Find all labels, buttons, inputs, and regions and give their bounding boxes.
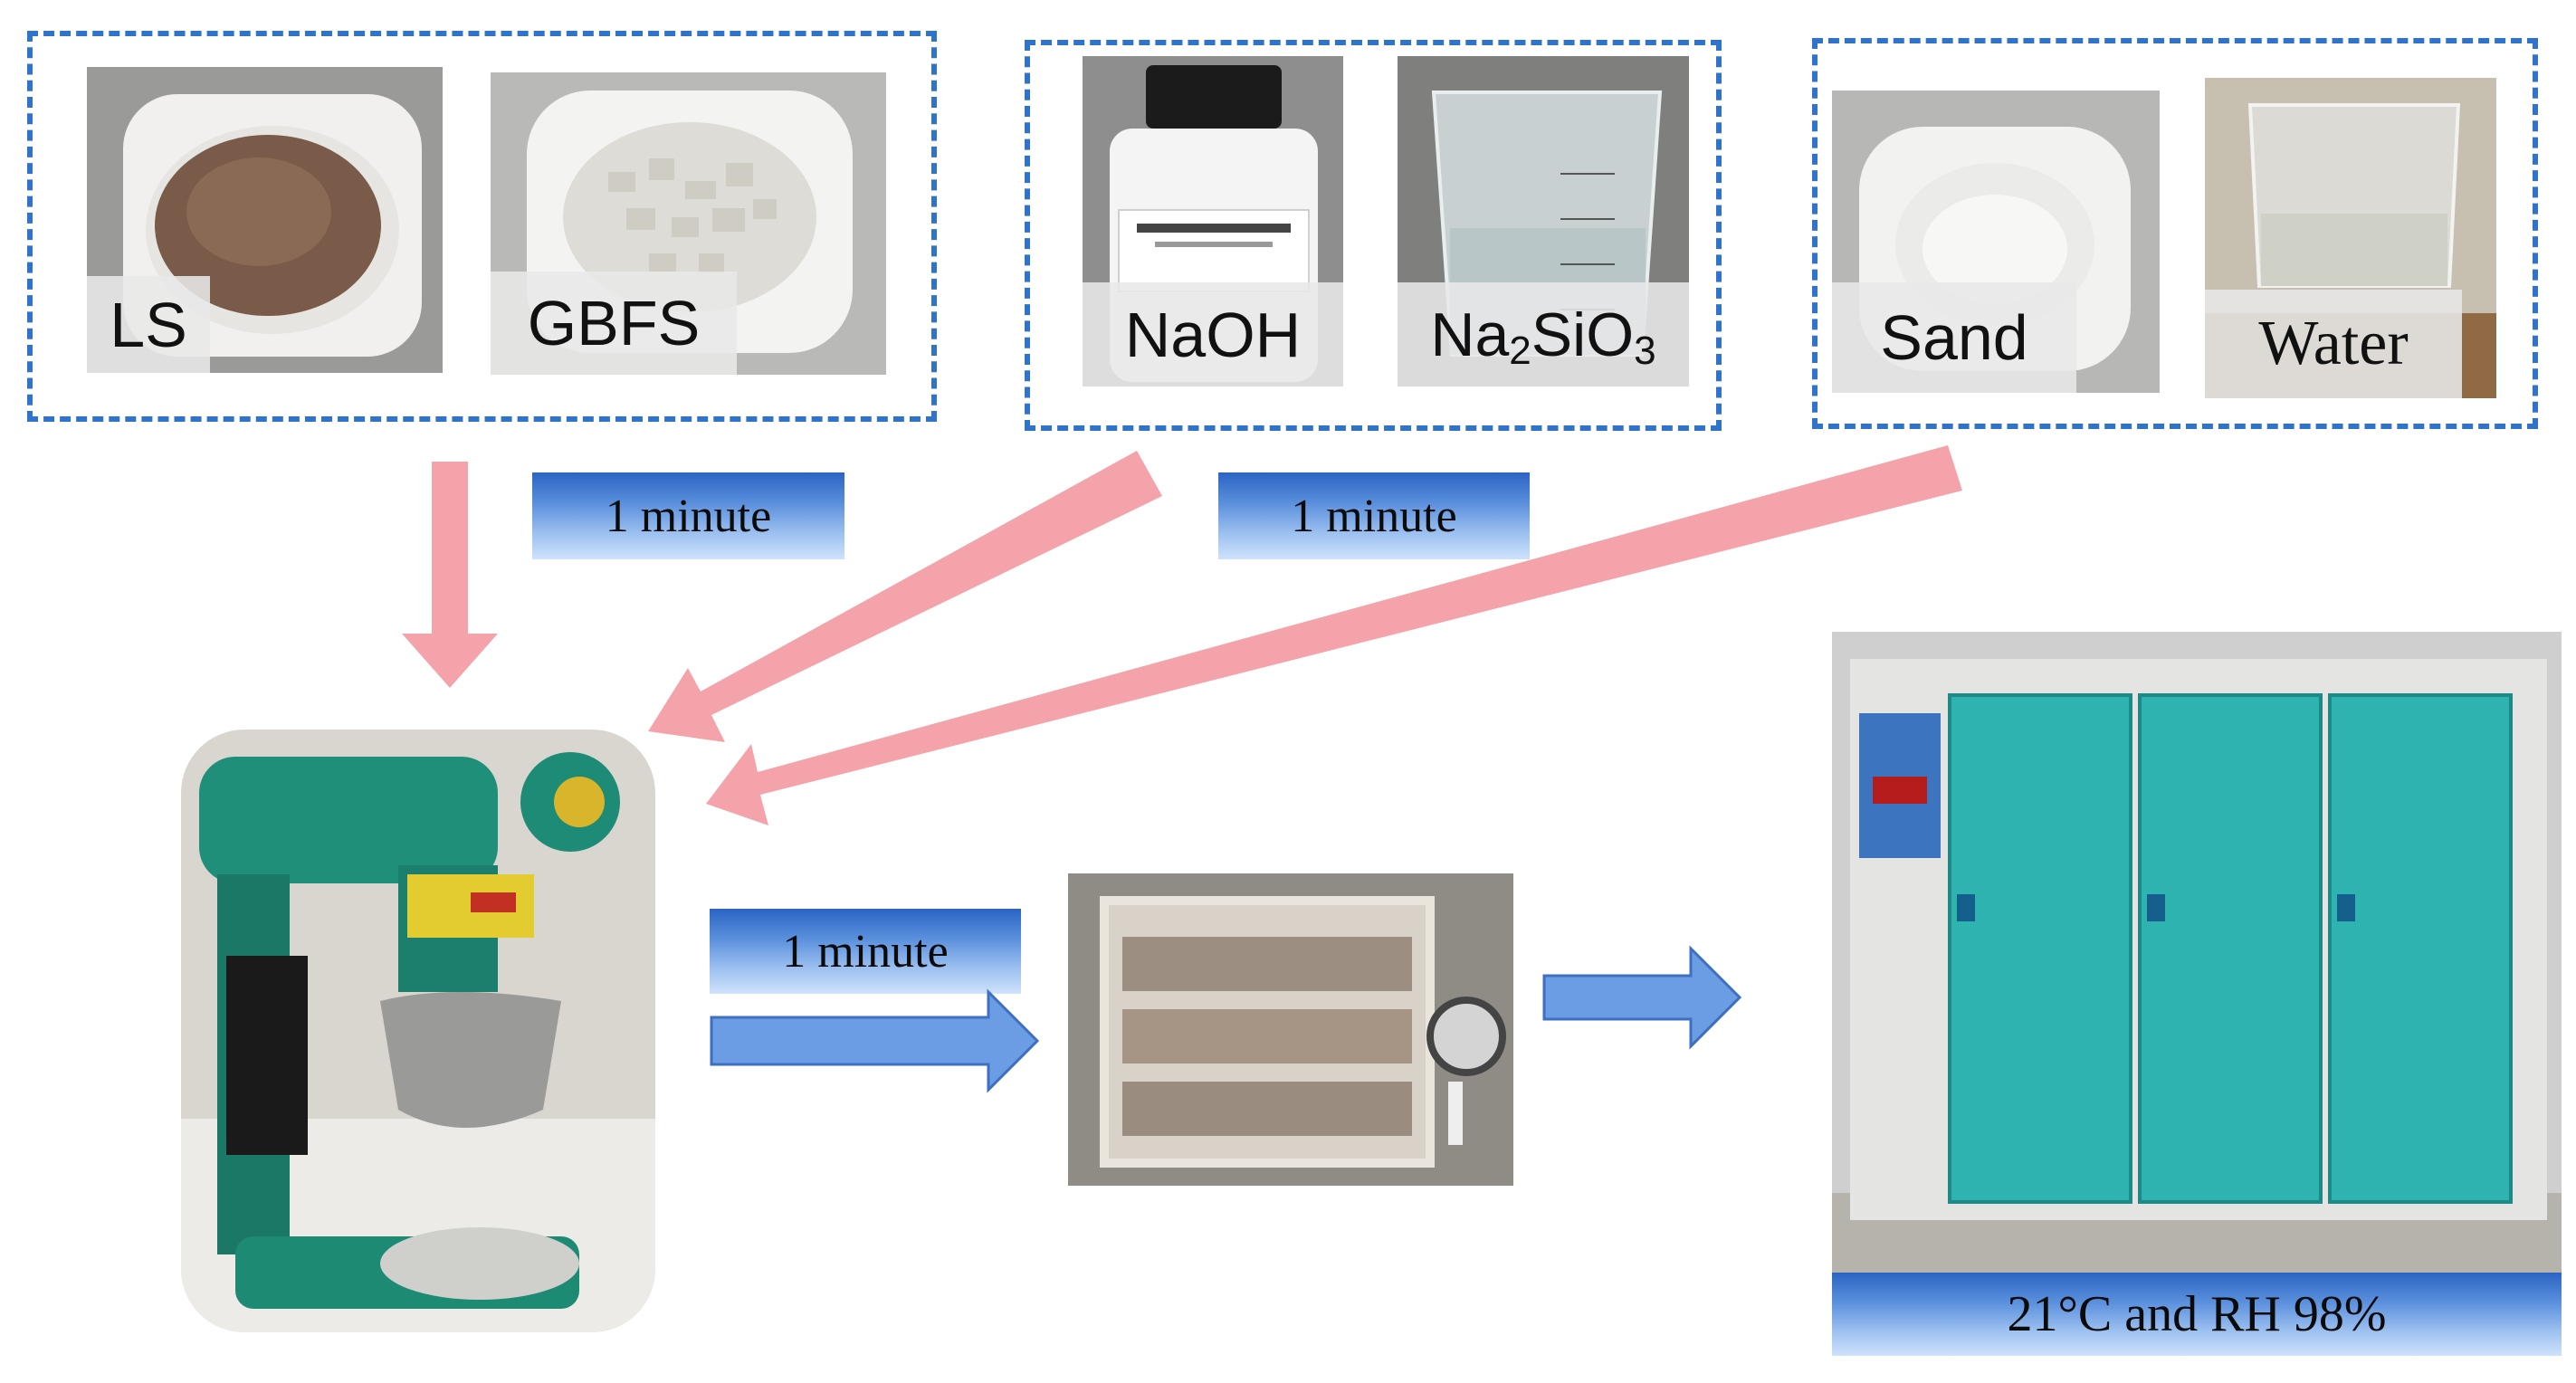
mix-time-tag-3: 1 minute <box>710 909 1021 994</box>
gbfs-label: GBFS <box>491 272 737 375</box>
blue-arrow-to-mold <box>710 988 1040 1093</box>
water-label: Water <box>2205 290 2462 398</box>
ls-label: LS <box>87 276 210 373</box>
mixer-photo <box>181 730 655 1332</box>
group-aggregate-water <box>1812 38 2538 429</box>
na2sio3-sub-2: 2 <box>1509 328 1531 373</box>
na2sio3-na: Na <box>1430 300 1510 369</box>
sand-label: Sand <box>1832 282 2076 393</box>
na2sio3-sub-3: 3 <box>1634 328 1656 373</box>
pink-arrow-down <box>402 462 498 688</box>
blue-arrow-to-cabinet <box>1542 945 1742 1050</box>
na2sio3-sio: SiO <box>1531 300 1635 369</box>
curing-cabinet-photo <box>1832 632 2562 1273</box>
naoh-label: NaOH <box>1083 282 1343 386</box>
mold-photo <box>1068 873 1513 1186</box>
group-solid-precursors <box>27 31 937 422</box>
group-alkali-activators <box>1025 40 1722 431</box>
mix-time-tag-2: 1 minute <box>1218 472 1530 559</box>
mix-time-tag-1: 1 minute <box>532 472 844 559</box>
curing-condition-label: 21°C and RH 98% <box>1832 1273 2562 1356</box>
